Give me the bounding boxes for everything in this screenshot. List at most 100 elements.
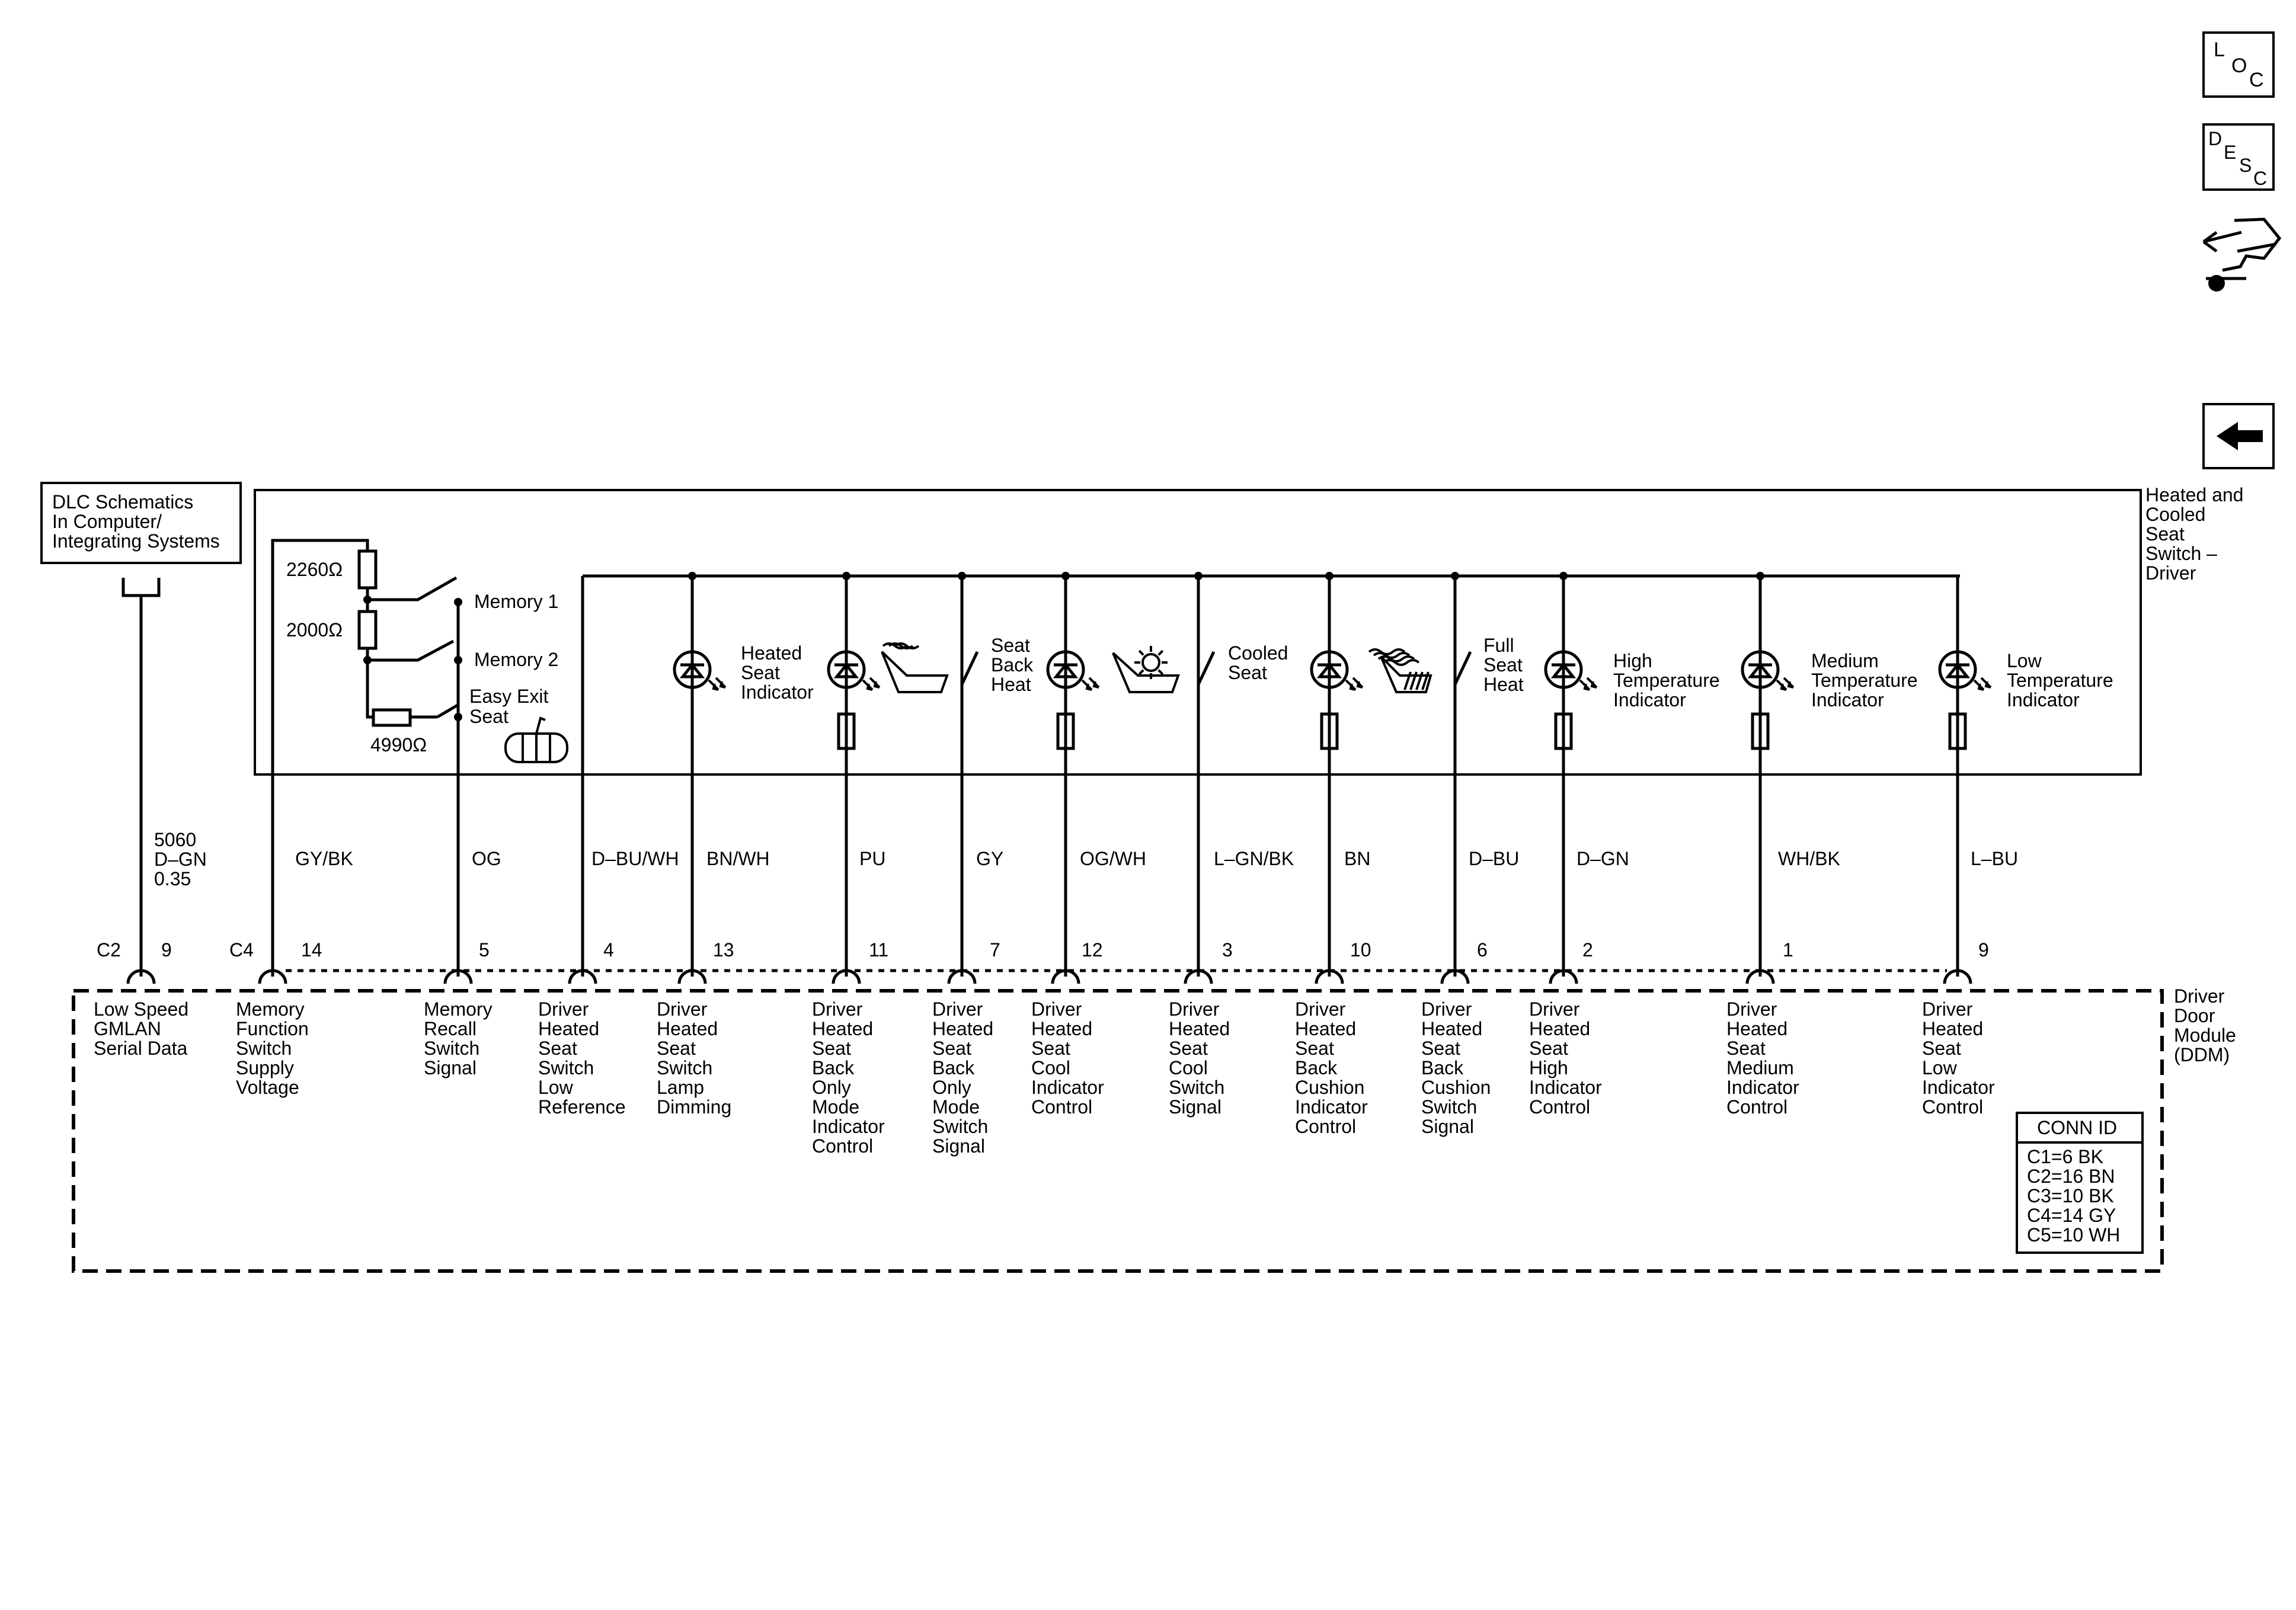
- low-temperature-indicator-label: Low Temperature Indicator: [2007, 650, 2113, 710]
- svg-text:Seat: Seat: [2145, 523, 2185, 545]
- wire-description-line: Seat: [932, 1038, 971, 1059]
- high-temperature-indicator-led: [1544, 650, 1598, 750]
- wire-description-line: Switch: [657, 1057, 712, 1078]
- wire-description-line: Seat: [812, 1038, 851, 1059]
- dlc-line-3: Integrating Systems: [52, 530, 220, 552]
- wire-description-line: Driver: [1421, 998, 1472, 1020]
- wire-description-line: Dimming: [657, 1096, 731, 1118]
- wire-description-line: Heated: [812, 1018, 873, 1039]
- pin-number: 13: [713, 939, 734, 961]
- wire-description-line: Indicator: [1726, 1077, 1799, 1098]
- dlc-bracket: [121, 578, 161, 977]
- switch-components: [673, 572, 1992, 750]
- pin-number: 5: [479, 939, 490, 961]
- resistor-2000-label: 2000Ω: [286, 619, 343, 641]
- module-wires: GY/BK14MemoryFunctionSwitchSupplyVoltage…: [236, 576, 2018, 1157]
- wire-10: D–BU6DriverHeatedSeatBackCushionSwitchSi…: [1421, 576, 1519, 1137]
- wire-description-line: Heated: [1922, 1018, 1983, 1039]
- back-button[interactable]: [2202, 403, 2275, 469]
- wire-description-line: Cushion: [1421, 1077, 1491, 1098]
- svg-text:Heat: Heat: [991, 674, 1031, 695]
- full-seat-heat-icon: [1368, 648, 1432, 693]
- resistor-2260-label: 2260Ω: [286, 559, 343, 580]
- svg-text:Indicator: Indicator: [741, 681, 814, 703]
- wire-color-label: GY/BK: [295, 848, 353, 869]
- memory-switch-section: 2260Ω 2000Ω 4990Ω Memory 1 Memory 2 Easy…: [271, 539, 568, 977]
- svg-text:C5=10 WH: C5=10 WH: [2027, 1224, 2120, 1246]
- wire-description-line: Signal: [424, 1057, 477, 1078]
- wire-description-line: Driver: [1031, 998, 1082, 1020]
- wire-description-line: Seat: [1031, 1038, 1070, 1059]
- desc-letter-c: C: [2253, 168, 2267, 189]
- svg-text:Heat: Heat: [1483, 674, 1524, 695]
- seat-back-heat-label: Seat Back Heat: [991, 635, 1034, 695]
- svg-text:Seat: Seat: [1483, 654, 1523, 676]
- svg-text:D–GN: D–GN: [154, 849, 207, 870]
- high-temperature-indicator-label: High Temperature Indicator: [1613, 650, 1720, 710]
- wire-description-line: Heated: [1421, 1018, 1482, 1039]
- svg-text:5060: 5060: [154, 829, 196, 850]
- svg-text:C2=16 BN: C2=16 BN: [2027, 1166, 2115, 1187]
- loc-letter-l: L: [2214, 39, 2225, 61]
- wire-description-line: Seat: [538, 1038, 577, 1059]
- pin-number: 6: [1477, 939, 1488, 961]
- loc-button[interactable]: L O C: [2202, 31, 2275, 98]
- wire-description-line: Control: [1031, 1096, 1092, 1118]
- svg-text:0.35: 0.35: [154, 868, 191, 889]
- desc-button[interactable]: D E S C: [2202, 123, 2275, 191]
- wire-description-line: Back: [812, 1057, 855, 1078]
- svg-text:Full: Full: [1483, 635, 1514, 656]
- wire-description-line: Cool: [1031, 1057, 1070, 1078]
- wire-color-label: BN/WH: [706, 848, 770, 869]
- wire-description-line: Back: [1421, 1057, 1464, 1078]
- low-temperature-indicator-led: [1938, 650, 1992, 750]
- dlc-wire-label: 5060 D–GN 0.35: [154, 829, 207, 889]
- wire-description-line: Memory: [236, 998, 305, 1020]
- wire-color-label: GY: [976, 848, 1003, 869]
- seat-cool-icon: [1112, 646, 1180, 693]
- terminal: [443, 969, 473, 984]
- pin-number: 14: [301, 939, 322, 961]
- wire-11: D–GN2DriverHeatedSeatHighIndicatorContro…: [1529, 576, 1629, 1118]
- wire-description-line: Driver: [657, 998, 708, 1020]
- wire-description-line: Control: [1922, 1096, 1983, 1118]
- svg-text:Heated: Heated: [741, 642, 802, 664]
- wire-description-line: Driver: [1922, 998, 1973, 1020]
- wire-description-line: Control: [1529, 1096, 1590, 1118]
- svg-text:Serial Data: Serial Data: [94, 1038, 188, 1059]
- back-cushion-indicator-led: [1310, 650, 1364, 750]
- seat-motor-icon: [504, 716, 568, 763]
- svg-text:Indicator: Indicator: [1811, 689, 1884, 710]
- wire-description-line: Heated: [1169, 1018, 1230, 1039]
- svg-text:Door: Door: [2174, 1005, 2215, 1026]
- wire-color-label: PU: [859, 848, 885, 869]
- svg-text:Seat: Seat: [741, 662, 780, 683]
- svg-text:Module: Module: [2174, 1025, 2236, 1046]
- wire-description-line: Switch: [538, 1057, 594, 1078]
- wire-description-line: Seat: [1726, 1038, 1766, 1059]
- driver-door-module-box: [72, 989, 2164, 1273]
- pin-number: 12: [1082, 939, 1103, 961]
- wire-description-line: Mode: [812, 1096, 859, 1118]
- c2-connector-label: C2: [97, 939, 121, 961]
- terminal: [1943, 969, 1972, 984]
- resistor-4990: [372, 708, 412, 727]
- svg-text:Temperature: Temperature: [2007, 670, 2113, 691]
- pin-number: 3: [1222, 939, 1233, 961]
- dlc-schematics-box[interactable]: DLC Schematics In Computer/ Integrating …: [40, 482, 242, 564]
- wire-description-line: Only: [932, 1077, 971, 1098]
- dlc-line-1: DLC Schematics: [52, 491, 193, 513]
- wire-description-line: Memory: [424, 998, 493, 1020]
- wire-description-line: Indicator: [1529, 1077, 1602, 1098]
- wire-description-line: Function: [236, 1018, 309, 1039]
- heated-seat-indicator-label: Heated Seat Indicator: [741, 642, 814, 703]
- wire-description-line: Low: [538, 1077, 574, 1098]
- wire-description-line: Back: [932, 1057, 975, 1078]
- wire-description-line: Control: [1295, 1116, 1356, 1137]
- terminal: [1549, 969, 1578, 984]
- svg-text:Driver: Driver: [2174, 985, 2225, 1007]
- svg-text:Temperature: Temperature: [1613, 670, 1720, 691]
- wire-description-line: Voltage: [236, 1077, 299, 1098]
- connector-view-icon[interactable]: [2202, 217, 2282, 292]
